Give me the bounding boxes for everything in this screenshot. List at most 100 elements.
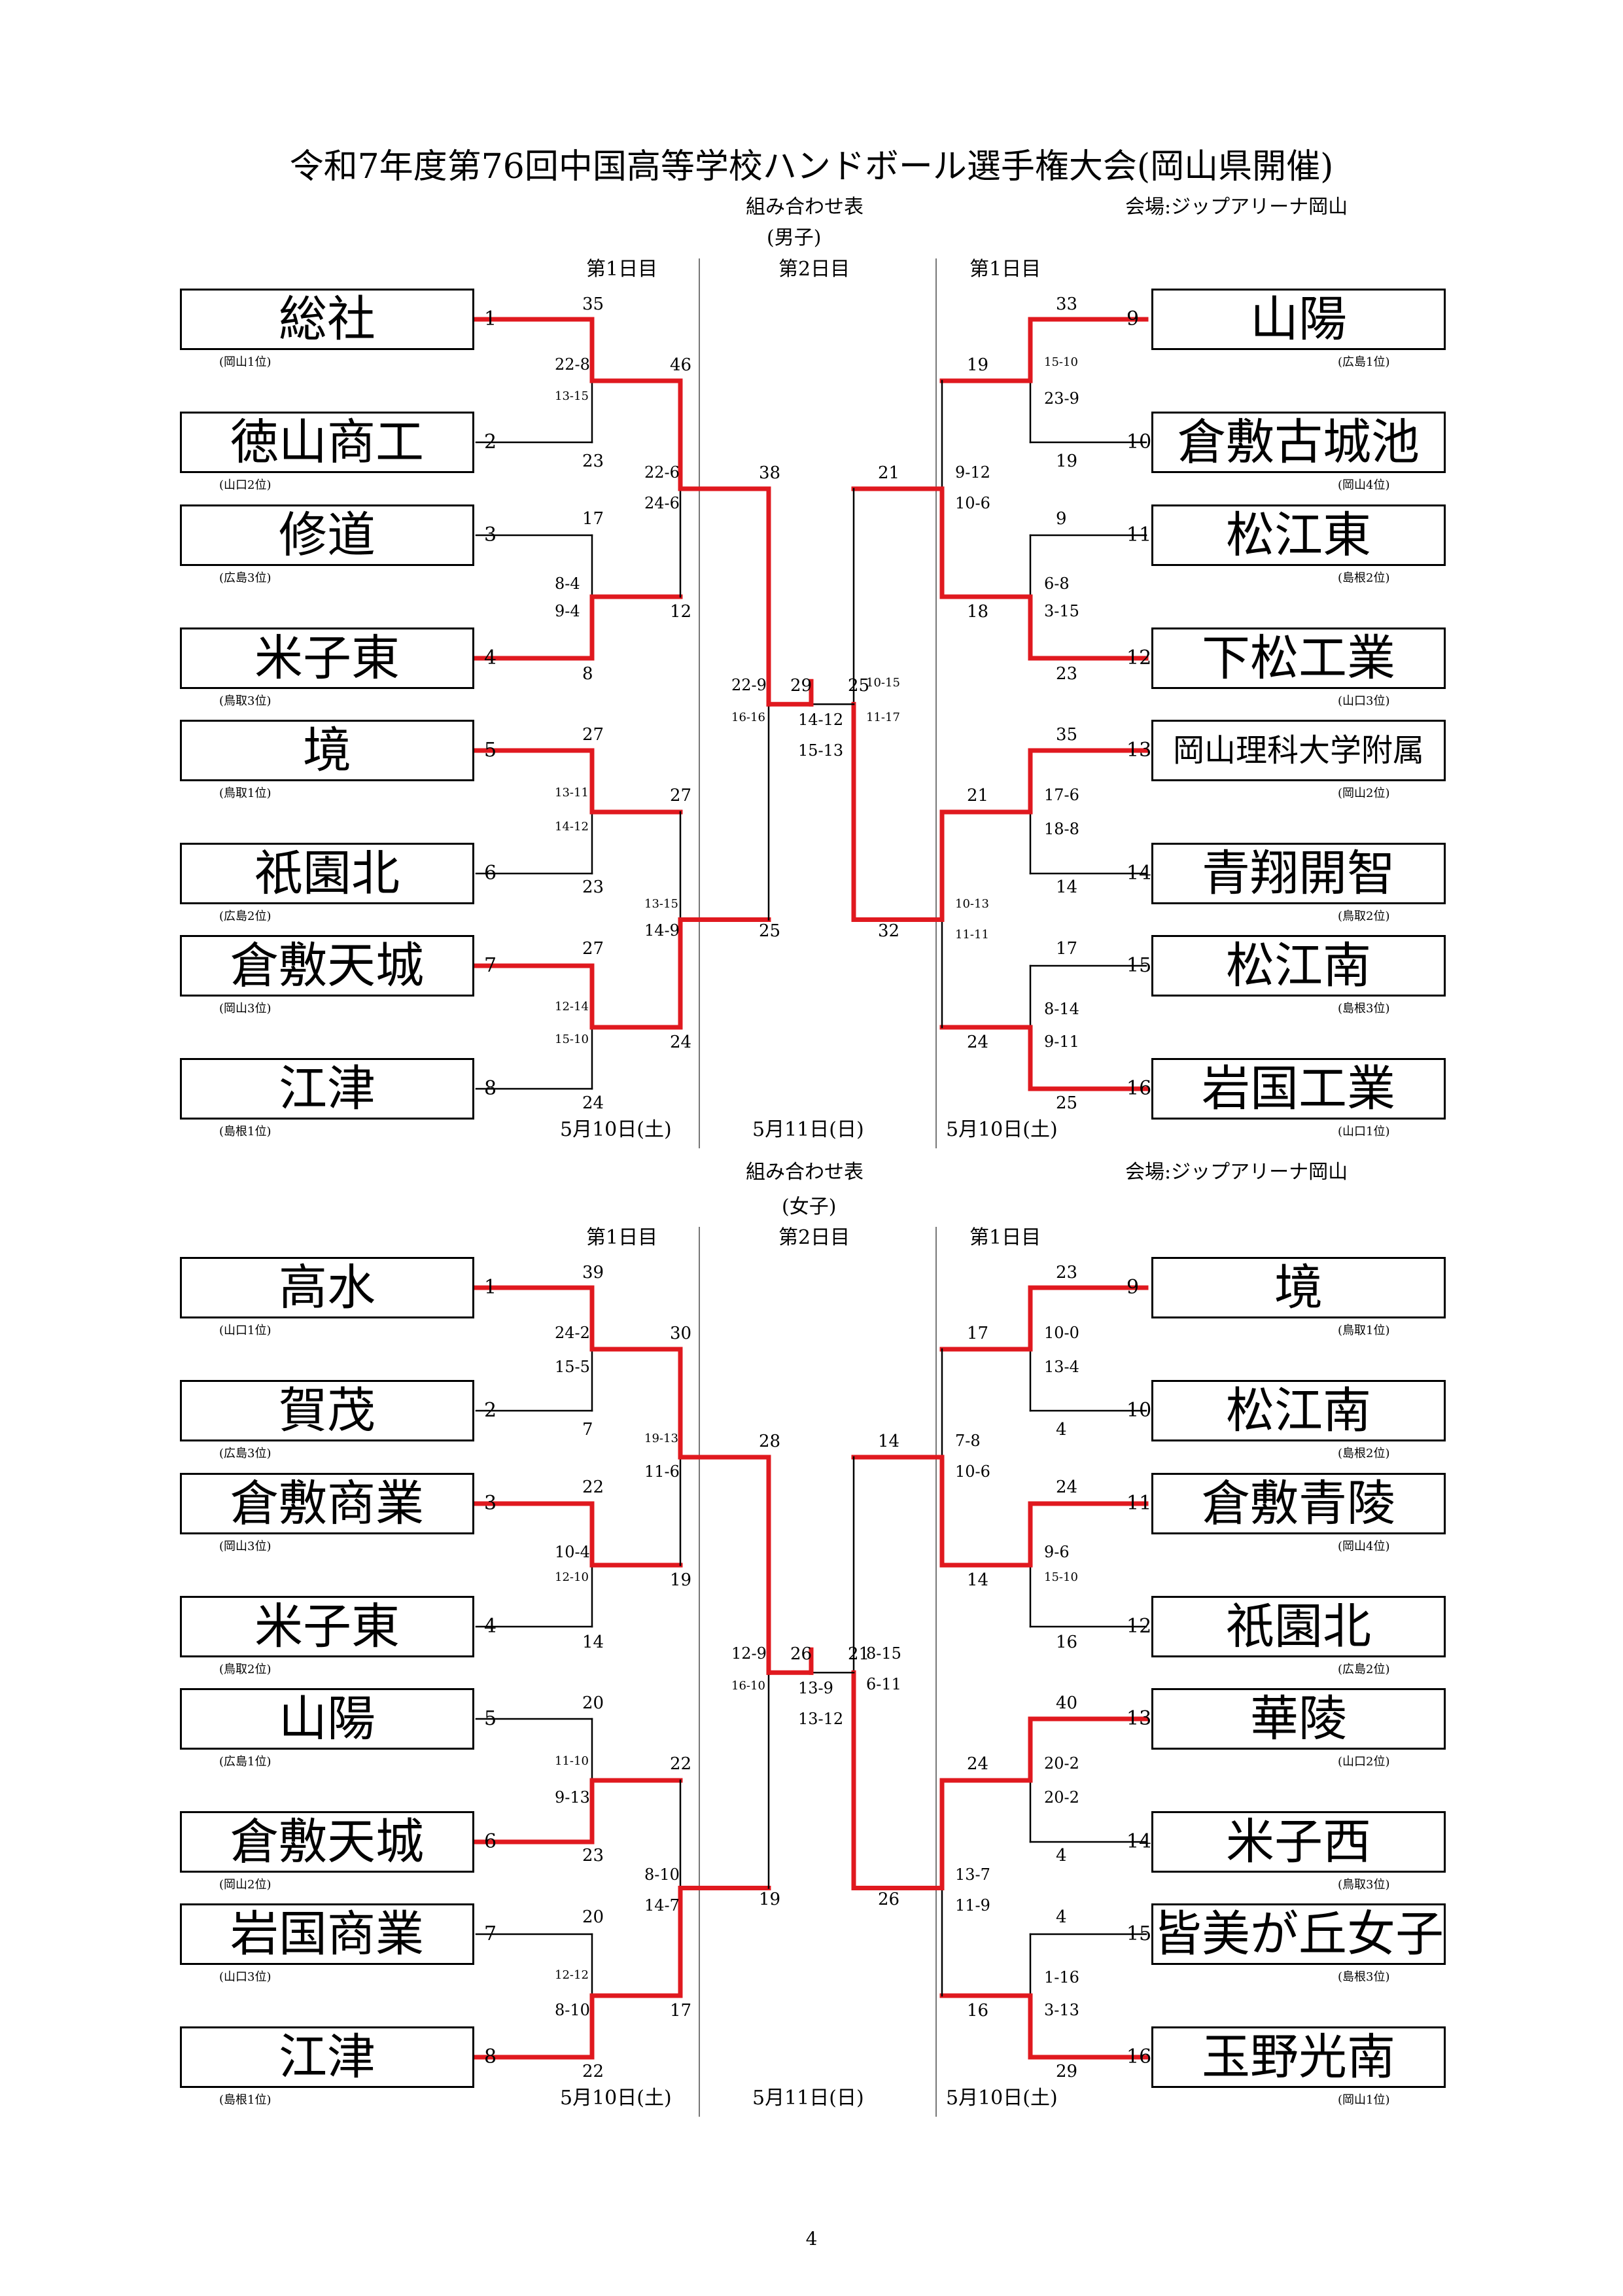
seed-number: 13 — [1126, 739, 1152, 762]
team-rank: (山口2位) — [219, 478, 271, 492]
seed-number: 2 — [484, 1399, 497, 1422]
half-score: 13-7 — [955, 1865, 990, 1884]
half-score: 10-6 — [955, 1462, 990, 1481]
game-score: 14 — [1056, 877, 1078, 897]
game-score: 40 — [1056, 1693, 1078, 1713]
team-box: 倉敷商業 — [180, 1473, 474, 1534]
half-score: 9-4 — [555, 602, 580, 620]
game-score: 27 — [670, 786, 692, 805]
seed-number: 10 — [1126, 431, 1152, 453]
seed-number: 5 — [484, 1707, 497, 1730]
half-score: 15-10 — [1044, 1570, 1078, 1584]
boys-date-right: 5月10日(土) — [946, 1118, 1058, 1141]
game-score: 35 — [1056, 725, 1078, 745]
game-score: 24 — [967, 1033, 989, 1052]
seed-number: 16 — [1126, 1077, 1152, 1100]
game-score: 21 — [967, 786, 989, 805]
half-score: 12-9 — [731, 1644, 767, 1663]
game-score: 19 — [967, 355, 989, 375]
team-box: 江津 — [180, 1058, 474, 1120]
team-box: 山陽 — [1151, 289, 1446, 350]
seed-number: 1 — [484, 1276, 497, 1299]
half-score: 3-15 — [1044, 602, 1079, 620]
boys-heading: 組み合わせ表 — [746, 196, 864, 219]
team-rank: (岡山2位) — [1338, 786, 1390, 800]
team-box: 米子東 — [180, 627, 474, 689]
team-rank: (鳥取2位) — [1338, 910, 1390, 923]
half-score: 15-13 — [798, 741, 844, 760]
game-score: 33 — [1056, 294, 1078, 314]
game-score: 20 — [582, 1907, 604, 1927]
half-score: 8-15 — [866, 1644, 901, 1663]
game-score: 14 — [582, 1633, 604, 1652]
team-box: 修道 — [180, 504, 474, 566]
game-score: 30 — [670, 1324, 692, 1343]
game-score: 23 — [582, 451, 604, 471]
game-score: 16 — [1056, 1633, 1078, 1652]
seed-number: 12 — [1126, 1615, 1152, 1638]
half-score: 10-6 — [955, 494, 990, 512]
game-score: 16 — [967, 2001, 989, 2021]
seed-number: 5 — [484, 739, 497, 762]
half-score: 1-16 — [1044, 1968, 1079, 1987]
half-score: 13-15 — [644, 897, 678, 911]
team-box: 境 — [180, 720, 474, 781]
team-box: 倉敷古城池 — [1151, 412, 1446, 473]
half-score: 13-9 — [798, 1679, 833, 1697]
half-score: 16-16 — [731, 711, 765, 724]
half-score: 22-8 — [555, 355, 590, 374]
team-box: 松江南 — [1151, 935, 1446, 997]
team-rank: (広島2位) — [1338, 1663, 1390, 1676]
half-score: 13-4 — [1044, 1358, 1079, 1376]
team-box: 祇園北 — [1151, 1596, 1446, 1657]
half-score: 9-6 — [1044, 1543, 1070, 1561]
game-score: 22 — [670, 1754, 692, 1774]
half-score: 14-9 — [644, 921, 680, 940]
game-score: 17 — [670, 2001, 692, 2021]
game-score: 27 — [582, 939, 604, 959]
team-box: 米子西 — [1151, 1811, 1446, 1873]
game-score: 25 — [848, 676, 870, 696]
seed-number: 8 — [484, 1077, 497, 1100]
boys-date-left: 5月10日(土) — [560, 1118, 672, 1141]
game-score: 28 — [759, 1432, 781, 1451]
half-score: 17-6 — [1044, 786, 1079, 804]
boys-division: (男子) — [767, 226, 822, 249]
team-box: 下松工業 — [1151, 627, 1446, 689]
game-score: 20 — [582, 1693, 604, 1713]
seed-number: 14 — [1126, 1830, 1152, 1853]
team-rank: (山口2位) — [1338, 1755, 1390, 1769]
game-score: 17 — [582, 509, 604, 529]
team-rank: (島根3位) — [1338, 1002, 1390, 1016]
team-rank: (島根1位) — [219, 1125, 271, 1139]
seed-number: 14 — [1126, 862, 1152, 885]
girls-day2: 第2日目 — [778, 1226, 850, 1249]
half-score: 12-14 — [555, 1000, 589, 1014]
game-score: 4 — [1056, 1907, 1067, 1927]
half-score: 20-2 — [1044, 1754, 1079, 1773]
game-score: 23 — [1056, 664, 1078, 684]
game-score: 9 — [1056, 509, 1067, 529]
team-rank: (岡山3位) — [219, 1002, 271, 1016]
half-score: 15-10 — [555, 1033, 589, 1046]
team-rank: (山口3位) — [219, 1970, 271, 1984]
half-score: 10-15 — [866, 676, 900, 690]
seed-number: 3 — [484, 1492, 497, 1515]
game-score: 22 — [582, 1477, 604, 1497]
girls-date-center: 5月11日(日) — [752, 2087, 864, 2110]
team-rank: (山口1位) — [219, 1324, 271, 1337]
half-score: 15-10 — [1044, 355, 1078, 369]
half-score: 20-2 — [1044, 1788, 1079, 1807]
boys-day1-right: 第1日目 — [969, 258, 1041, 281]
boys-date-center: 5月11日(日) — [752, 1118, 864, 1141]
team-rank: (鳥取1位) — [1338, 1324, 1390, 1337]
half-score: 11-11 — [955, 928, 989, 942]
game-score: 26 — [878, 1890, 900, 1909]
team-rank: (岡山1位) — [219, 355, 271, 369]
game-score: 14 — [878, 1432, 900, 1451]
team-box: 米子東 — [180, 1596, 474, 1657]
half-score: 11-10 — [555, 1754, 589, 1768]
seed-number: 3 — [484, 523, 497, 546]
half-score: 13-15 — [555, 389, 589, 403]
half-score: 18-8 — [1044, 820, 1079, 838]
